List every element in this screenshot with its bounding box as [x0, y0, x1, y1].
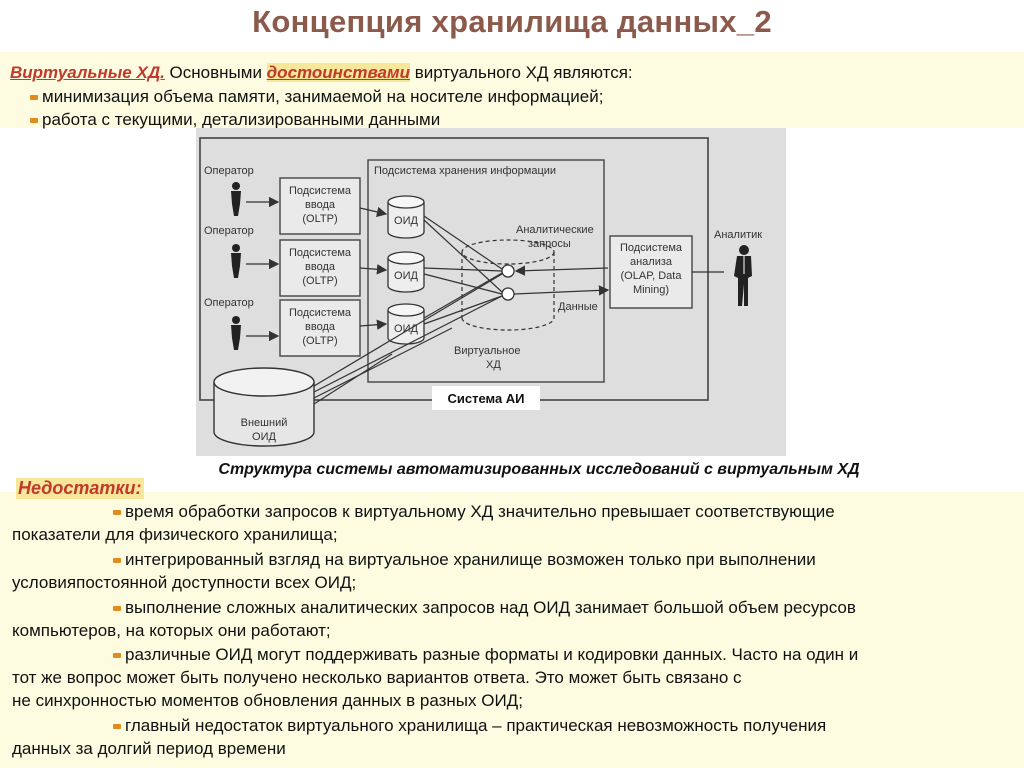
svg-text:анализа: анализа [630, 256, 673, 268]
diagram-svg: Подсистема хранения информации Оператор … [199, 137, 762, 447]
analysis-subsystem: Подсистема анализа (OLAP, Data Mining) [609, 235, 693, 309]
svg-text:Внешний: Внешний [241, 417, 288, 429]
operator-3: Оператор [204, 297, 254, 350]
analyst: Аналитик [714, 229, 762, 306]
svg-text:Подсистема: Подсистема [620, 242, 683, 254]
query-node [501, 264, 515, 278]
system-label-bg [432, 386, 540, 410]
svg-text:ОИД: ОИД [394, 270, 418, 282]
disadvantage-item: выполнение сложных аналитических запросо… [12, 598, 856, 640]
bullet-icon [30, 95, 38, 101]
advantages-panel: Виртуальные ХД. Основными достоинствами … [0, 52, 1024, 130]
svg-text:ввода: ввода [305, 261, 336, 273]
bullet-icon [113, 724, 121, 730]
virtual-dw-lead: Виртуальные ХД. [10, 63, 165, 82]
svg-text:Подсистема: Подсистема [289, 247, 352, 259]
external-oid-database: Внешний ОИД [213, 367, 315, 447]
advantages-highlight: достоинствами [266, 63, 410, 82]
disadvantages-heading: Недостатки: [16, 478, 144, 499]
svg-text:Оператор: Оператор [204, 165, 254, 177]
bullet-icon [113, 653, 121, 659]
advantages-text-2: виртуального ХД являются: [409, 63, 633, 82]
storage-subsystem-box [367, 159, 605, 383]
bullet-icon [113, 558, 121, 564]
operator-1: Оператор [204, 165, 254, 216]
svg-text:ОИД: ОИД [394, 323, 418, 335]
input-subsystem-2: Подсистема ввода (OLTP) [279, 239, 361, 297]
oid-database-1: ОИД [387, 195, 425, 239]
advantage-item: работа с текущими, детализированными дан… [30, 110, 440, 130]
advantages-text-1: Основными [164, 63, 267, 82]
architecture-diagram: Подсистема хранения информации Оператор … [196, 128, 786, 456]
svg-text:Mining): Mining) [633, 284, 669, 296]
storage-subsystem-label: Подсистема хранения информации [374, 165, 556, 177]
advantages-intro: Виртуальные ХД. Основными достоинствами … [10, 63, 633, 83]
disadvantage-item: главный недостаток виртуального хранилищ… [12, 716, 827, 758]
svg-text:ввода: ввода [305, 321, 336, 333]
svg-text:(OLAP, Data: (OLAP, Data [621, 270, 683, 282]
svg-text:(OLTP): (OLTP) [302, 335, 337, 347]
system-label: Система АИ [447, 391, 524, 406]
oid-database-3: ОИД [387, 303, 425, 345]
svg-text:(OLTP): (OLTP) [302, 213, 337, 225]
svg-text:Подсистема: Подсистема [289, 185, 352, 197]
operator-2: Оператор [204, 225, 254, 278]
disadvantage-item: интегрированный взгляд на виртуальное хр… [12, 550, 816, 592]
virtual-dw-label: Виртуальное [454, 345, 520, 357]
svg-text:ОИД: ОИД [252, 431, 276, 443]
svg-text:(OLTP): (OLTP) [302, 275, 337, 287]
disadvantages-panel: время обработки запросов к виртуальному … [0, 492, 1024, 768]
svg-text:Аналитик: Аналитик [714, 229, 762, 241]
disadvantage-item: время обработки запросов к виртуальному … [12, 502, 835, 544]
virtual-dw-cylinder [461, 239, 555, 331]
data-label: Данные [558, 301, 598, 313]
svg-text:Оператор: Оператор [204, 225, 254, 237]
advantage-item: минимизация объема памяти, занимаемой на… [30, 87, 603, 107]
disadvantage-item: различные ОИД могут поддерживать разные … [12, 645, 859, 710]
svg-text:Подсистема: Подсистема [289, 307, 352, 319]
diagram-caption: Структура системы автоматизированных исс… [218, 461, 860, 478]
analytic-queries-label-2: запросы [528, 238, 571, 250]
input-subsystem-1: Подсистема ввода (OLTP) [279, 177, 361, 235]
bullet-icon [113, 606, 121, 612]
svg-text:ввода: ввода [305, 199, 336, 211]
virtual-dw-label-2: ХД [486, 359, 501, 371]
data-node [501, 287, 515, 301]
bullet-icon [113, 510, 121, 516]
page-title: Концепция хранилища данных_2 [252, 4, 772, 39]
input-subsystem-3: Подсистема ввода (OLTP) [279, 299, 361, 357]
svg-text:Оператор: Оператор [204, 297, 254, 309]
oid-database-2: ОИД [387, 251, 425, 293]
svg-text:ОИД: ОИД [394, 215, 418, 227]
bullet-icon [30, 118, 38, 124]
analytic-queries-label: Аналитические [516, 224, 594, 236]
